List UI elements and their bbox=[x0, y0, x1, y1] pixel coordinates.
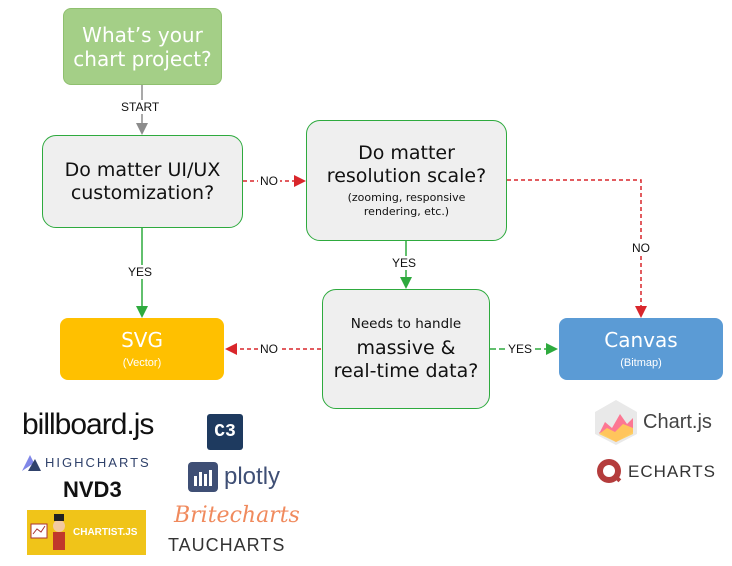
resolution-question-detail1: (zooming, responsive bbox=[347, 191, 466, 204]
resolution-question-node: Do matter resolution scale? (zooming, re… bbox=[306, 120, 507, 241]
massive-question-line2: massive & bbox=[356, 336, 456, 359]
edge-label-start: START bbox=[119, 100, 162, 114]
nvd3-logo-text: NVD3 bbox=[63, 477, 122, 502]
taucharts-logo-text: TAUCHARTS bbox=[168, 535, 286, 555]
ux-question-line1: Do matter UI/UX bbox=[64, 158, 221, 181]
chartist-logo-text: CHARTIST.JS bbox=[73, 527, 138, 538]
canvas-result-node: Canvas (Bitmap) bbox=[559, 318, 723, 380]
echarts-logo: ECHARTS bbox=[596, 458, 716, 486]
britecharts-logo-text: Britecharts bbox=[174, 503, 300, 528]
edge-label-ux-no: NO bbox=[258, 174, 280, 188]
svg-result-node: SVG (Vector) bbox=[60, 318, 224, 380]
britecharts-logo: Britecharts bbox=[174, 503, 300, 528]
taucharts-logo: TAUCHARTS bbox=[168, 535, 285, 556]
start-node-line2: chart project? bbox=[73, 46, 212, 71]
start-node: What’s your chart project? bbox=[63, 8, 222, 85]
resolution-question-line2: resolution scale? bbox=[326, 165, 487, 187]
c3-logo: C3 bbox=[207, 414, 243, 450]
highcharts-logo-text: HIGHCHARTS bbox=[45, 454, 151, 470]
chartjs-mark-icon bbox=[595, 400, 637, 445]
ux-question-node: Do matter UI/UX customization? bbox=[42, 135, 243, 228]
edge-label-massive-no: NO bbox=[258, 342, 280, 356]
plotly-logo: plotly bbox=[188, 462, 280, 492]
chartjs-logo: Chart.js bbox=[593, 398, 712, 446]
svg-result-subtitle: (Vector) bbox=[122, 357, 162, 369]
edge-label-res-yes: YES bbox=[390, 256, 419, 270]
plotly-logo-text: plotly bbox=[224, 463, 281, 490]
chartist-mascot-icon bbox=[30, 514, 65, 550]
billboard-logo-text: billboard.js bbox=[22, 408, 154, 441]
svg-result-title: SVG bbox=[121, 328, 163, 352]
echarts-mark-icon bbox=[597, 459, 622, 483]
plotly-mark-icon bbox=[188, 462, 218, 492]
edge-label-ux-yes: YES bbox=[126, 265, 155, 279]
billboard-logo: billboard.js bbox=[22, 408, 154, 442]
edge-label-massive-yes: YES bbox=[506, 342, 535, 356]
ux-question-line2: customization? bbox=[70, 181, 215, 204]
chartist-logo: CHARTIST.JS bbox=[27, 510, 146, 555]
highcharts-mark-icon bbox=[22, 455, 41, 471]
nvd3-logo: NVD3 bbox=[63, 477, 122, 503]
c3-logo-text: C3 bbox=[214, 422, 236, 442]
resolution-question-line1: Do matter bbox=[358, 142, 455, 164]
start-node-line1: What’s your bbox=[82, 22, 203, 47]
echarts-logo-text: ECHARTS bbox=[628, 462, 716, 481]
highcharts-logo: HIGHCHARTS bbox=[20, 451, 151, 473]
canvas-result-title: Canvas bbox=[604, 328, 678, 352]
edge-label-res-no: NO bbox=[630, 241, 652, 255]
resolution-question-detail2: rendering, etc.) bbox=[363, 205, 450, 218]
massive-question-line1: Needs to handle bbox=[350, 315, 462, 332]
massive-question-line3: real-time data? bbox=[333, 359, 479, 382]
res-no-arrow bbox=[507, 179, 647, 318]
canvas-result-subtitle: (Bitmap) bbox=[620, 357, 662, 369]
massive-question-node: Needs to handle massive & real-time data… bbox=[322, 289, 490, 409]
chartjs-logo-text: Chart.js bbox=[643, 410, 712, 433]
